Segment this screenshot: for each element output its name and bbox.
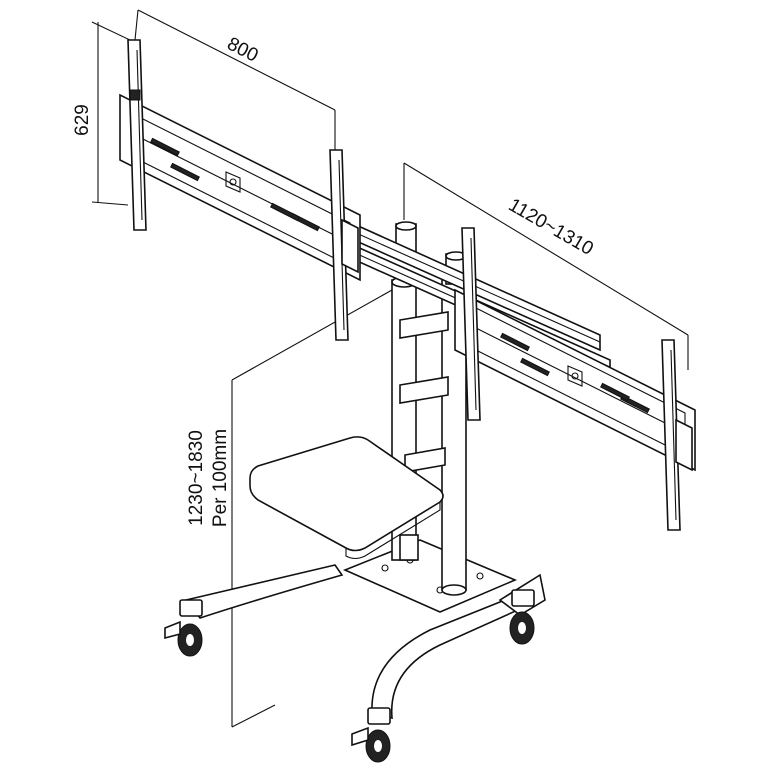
caster-wheels bbox=[164, 589, 535, 763]
dimension-629: 629 bbox=[72, 21, 131, 206]
base-frame bbox=[184, 539, 546, 720]
left-vertical-bracket-inner bbox=[329, 149, 359, 341]
right-vertical-bracket-inner bbox=[661, 339, 693, 531]
caster-right bbox=[509, 589, 535, 645]
right-mounting-plate bbox=[454, 288, 696, 472]
dim-629-label: 629 bbox=[72, 104, 93, 136]
caster-front bbox=[351, 707, 391, 763]
dim-800-label: 800 bbox=[224, 34, 262, 67]
dim-1120-1310-label: 1120~1310 bbox=[505, 195, 597, 260]
caster-left bbox=[164, 599, 203, 657]
shelf bbox=[249, 436, 444, 561]
dim-column-step-label: Per 100mm bbox=[210, 429, 231, 527]
left-mounting-plate bbox=[119, 93, 361, 282]
dim-column-height-label: 1230~1830 bbox=[186, 430, 207, 526]
right-vertical-bracket-outer bbox=[461, 227, 481, 421]
dimension-column-height: 1230~1830 Per 100mm bbox=[186, 289, 393, 728]
left-vertical-bracket-outer bbox=[127, 39, 147, 231]
